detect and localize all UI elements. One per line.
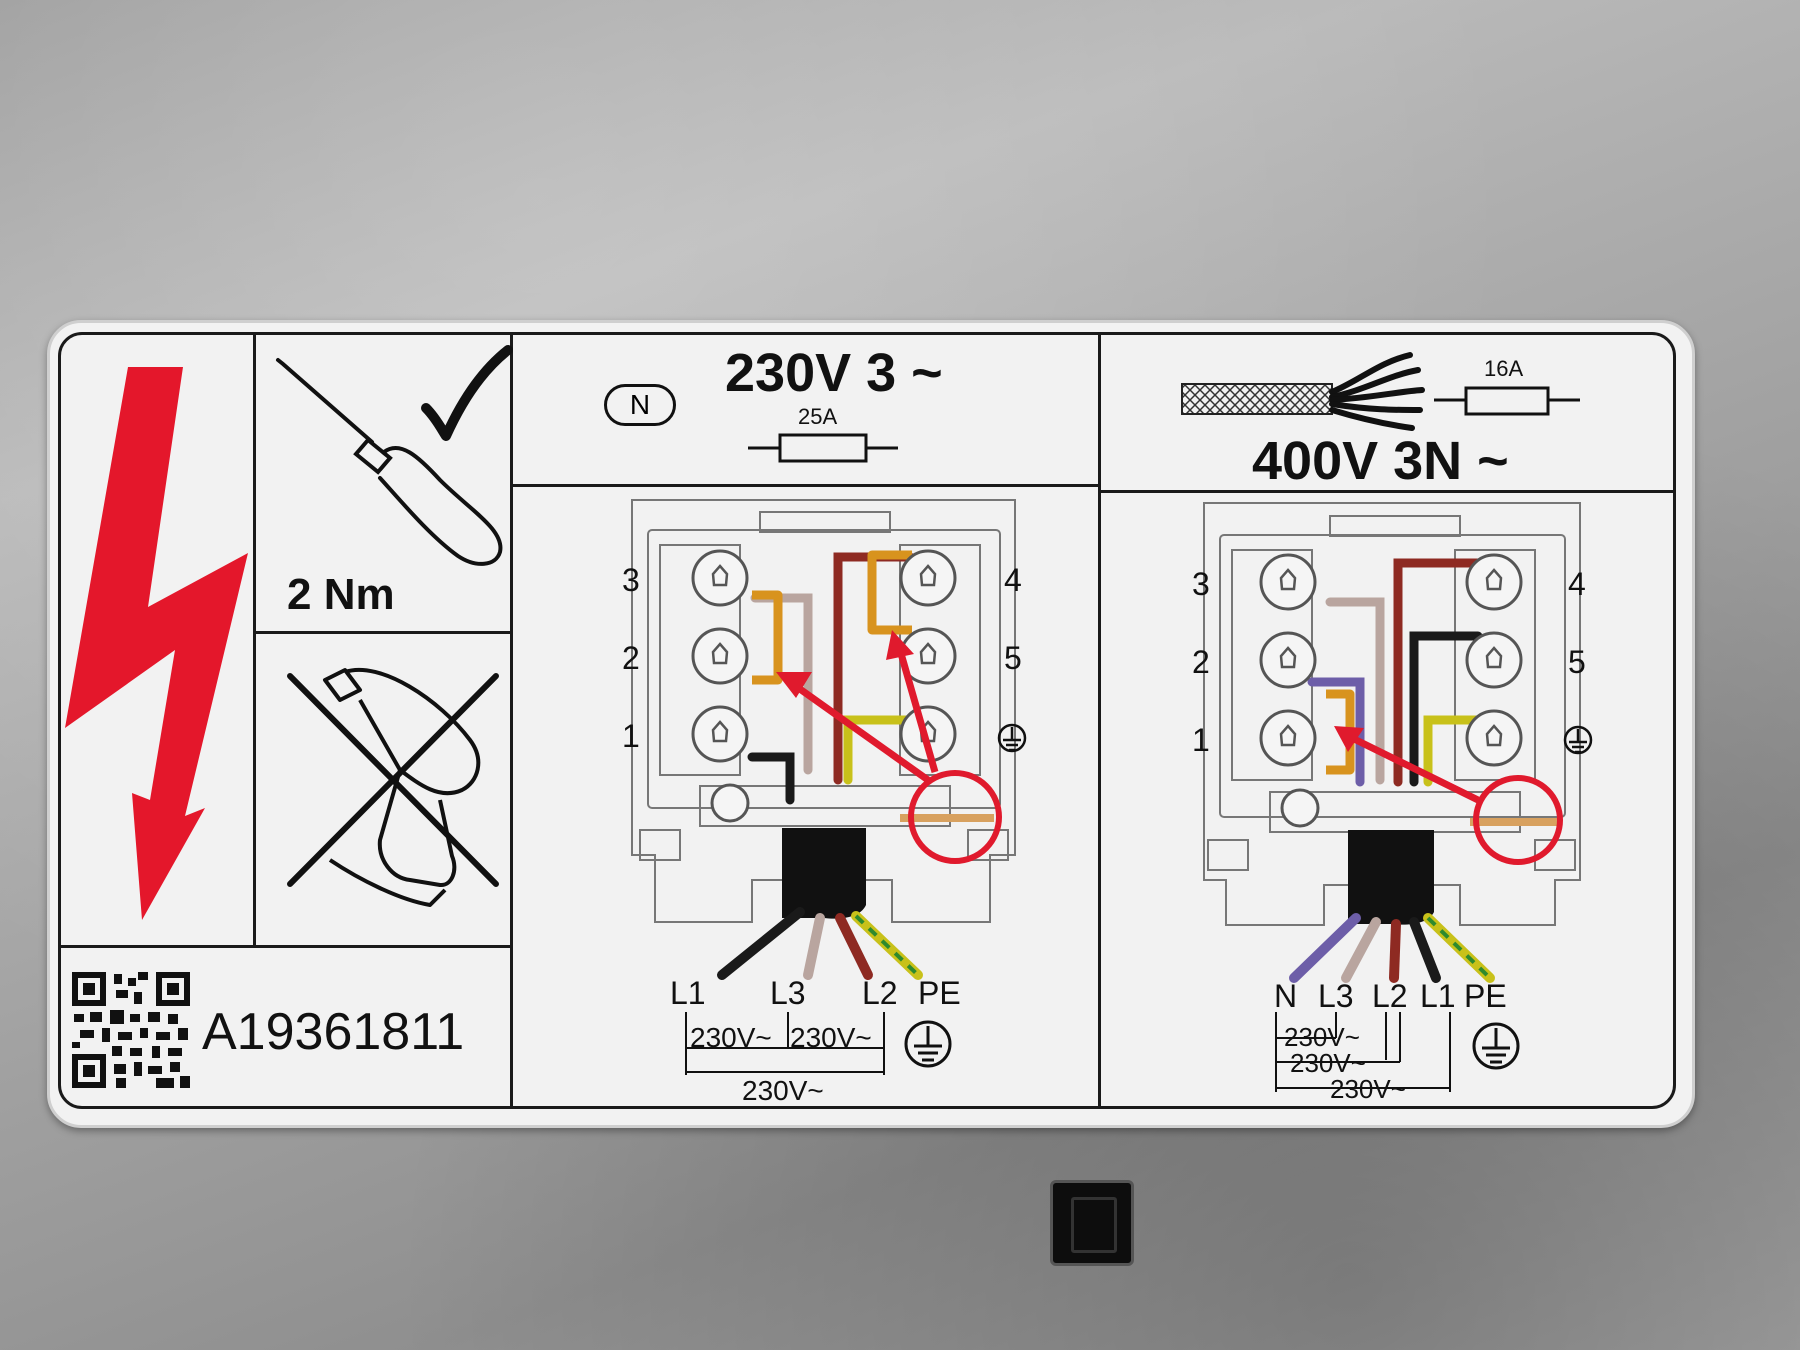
qr-code-icon: [72, 972, 190, 1088]
wire-label: L1: [1420, 978, 1456, 1014]
panel-400-title: 400V 3N ~: [1252, 431, 1509, 491]
terminal-number: 5: [1004, 640, 1022, 676]
mounting-slot: [1050, 1180, 1134, 1266]
fuse-rating-230: 25A: [798, 404, 838, 429]
divider: [510, 334, 513, 1107]
divider: [58, 945, 512, 948]
wire-label: PE: [1464, 978, 1507, 1014]
product-code: A19361811: [202, 1003, 465, 1061]
divider: [256, 631, 512, 634]
terminal-number: 2: [1192, 644, 1210, 680]
voltage-label: 230V~: [1284, 1022, 1360, 1052]
wire-label: L3: [1318, 978, 1354, 1014]
voltage-label: 230V~: [1330, 1074, 1406, 1104]
wire-label: L2: [862, 975, 898, 1011]
divider: [1098, 334, 1101, 1107]
terminal-number: 2: [622, 640, 640, 676]
neutral-symbol-icon: N: [604, 384, 676, 426]
wire-label: PE: [918, 975, 961, 1011]
terminal-number: 3: [1192, 566, 1210, 602]
neutral-label: N: [629, 389, 651, 420]
terminal-number: 1: [622, 718, 640, 754]
torque-label: 2 Nm: [287, 570, 395, 619]
fuse-rating-400: 16A: [1484, 356, 1524, 381]
divider: [1100, 490, 1676, 493]
wire-label: L3: [770, 975, 806, 1011]
wire-label: N: [1274, 978, 1298, 1014]
divider: [253, 334, 256, 946]
terminal-number: 4: [1568, 566, 1586, 602]
terminal-number: 4: [1004, 562, 1022, 598]
label-grid: [58, 332, 1676, 1109]
wire-label: L2: [1372, 978, 1408, 1014]
divider: [512, 484, 1100, 487]
voltage-label: 230V~: [742, 1075, 824, 1106]
panel-230-title: 230V 3 ~: [725, 343, 943, 403]
wire-label: L1: [670, 975, 706, 1011]
terminal-number: 5: [1568, 644, 1586, 680]
terminal-number: 3: [622, 562, 640, 598]
voltage-label: 230V~: [790, 1022, 872, 1053]
voltage-label: 230V~: [690, 1022, 772, 1053]
voltage-label: 230V~: [1290, 1048, 1366, 1078]
terminal-number: 1: [1192, 722, 1210, 758]
